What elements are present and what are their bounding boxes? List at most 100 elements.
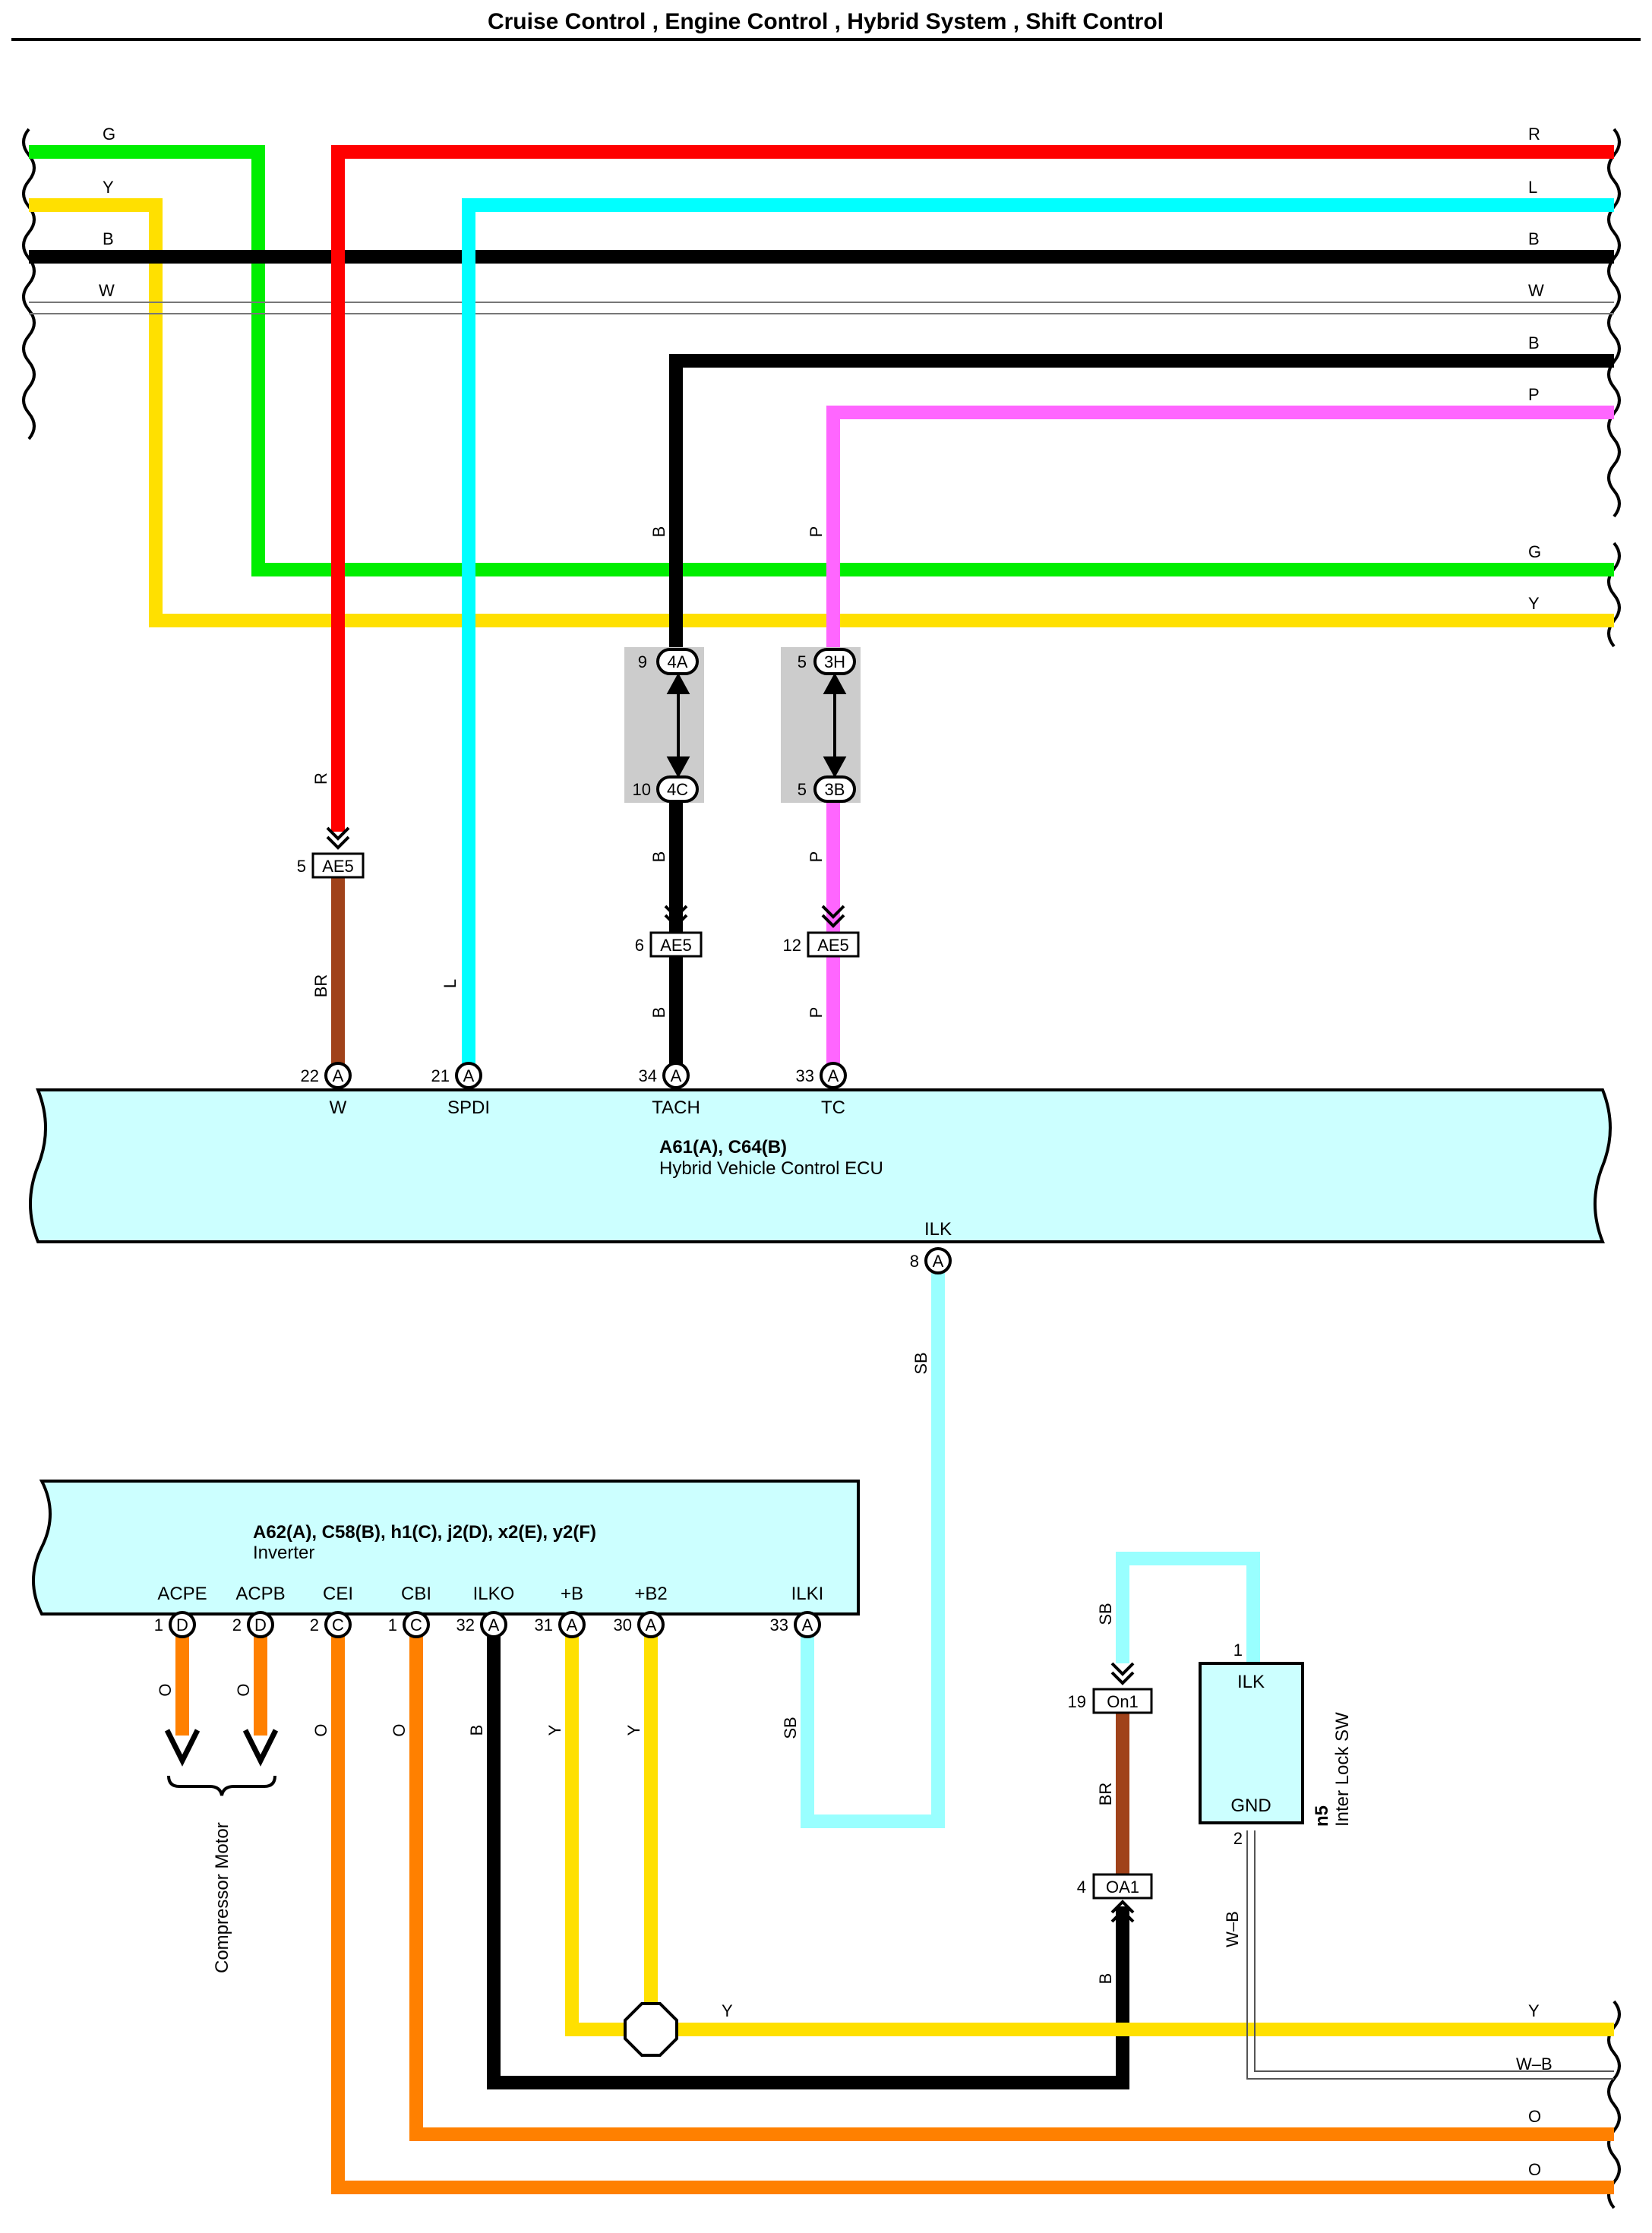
svg-text:On1: On1 xyxy=(1107,1692,1139,1711)
interlock-gnd-label: GND xyxy=(1230,1796,1271,1816)
svg-text:5: 5 xyxy=(798,652,807,671)
interlock-switch: ILK GND 1 2 n5 Inter Lock SW xyxy=(1199,1641,1353,1848)
svg-text:4A: 4A xyxy=(668,652,688,671)
svg-text:D: D xyxy=(176,1616,188,1634)
wire-label-o-acpe: O xyxy=(156,1683,175,1696)
inverter-terminal-pb2: A 30 +B2 xyxy=(614,1584,668,1638)
ecu-terminal-ilk: A 8 ILK xyxy=(910,1219,952,1274)
junction-3b: 3B 5 xyxy=(798,775,856,803)
svg-text:CEI: CEI xyxy=(323,1584,353,1604)
wire-y xyxy=(29,198,1614,627)
svg-text:A: A xyxy=(933,1252,944,1271)
right-break-marks xyxy=(1607,128,1621,2209)
wire-label-r-vert: R xyxy=(311,772,330,785)
svg-text:8: 8 xyxy=(910,1252,919,1271)
svg-text:12: 12 xyxy=(783,936,801,955)
svg-text:1: 1 xyxy=(154,1616,163,1634)
wire-o-cei xyxy=(331,1625,1614,2194)
svg-text:4C: 4C xyxy=(667,780,688,799)
wire-label-y-left: Y xyxy=(103,178,114,197)
svg-text:5: 5 xyxy=(798,780,807,799)
junction-4c: 4C 10 xyxy=(633,775,699,803)
wire-o-cbi xyxy=(409,1625,1614,2141)
svg-text:1: 1 xyxy=(388,1616,397,1634)
arrow-acpb xyxy=(242,1729,279,1767)
wire-label-b2-right: B xyxy=(1528,333,1540,352)
inverter-terminal-cbi: C 1 CBI xyxy=(388,1584,431,1638)
wire-label-o-cbi: O xyxy=(390,1723,409,1736)
wire-label-wb-vert: W–B xyxy=(1223,1911,1242,1947)
wire-label-p-vert-2: P xyxy=(807,851,826,863)
svg-text:34: 34 xyxy=(639,1066,657,1085)
wire-label-wb-right: W–B xyxy=(1516,2055,1553,2074)
svg-text:A: A xyxy=(646,1616,657,1634)
wire-label-o-right-2: O xyxy=(1528,2160,1541,2179)
wire-r xyxy=(331,145,1614,832)
ecu-terminal-spdi: A 21 SPDI xyxy=(431,1062,490,1118)
wire-label-l-right: L xyxy=(1528,178,1537,197)
splice-point xyxy=(624,2002,678,2057)
hybrid-vehicle-control-ecu: A61(A), C64(B) Hybrid Vehicle Control EC… xyxy=(29,1088,1612,1243)
wire-label-p-right: P xyxy=(1528,385,1540,404)
inverter: A62(A), C58(B), h1(C), j2(D), x2(E), y2(… xyxy=(32,1480,860,1616)
wire-label-br-vert: BR xyxy=(311,974,330,998)
wire-label-w-right: W xyxy=(1528,281,1544,300)
wire-label-y-pb2: Y xyxy=(624,1724,643,1736)
wire-w xyxy=(29,302,1614,314)
svg-text:ILKI: ILKI xyxy=(791,1584,824,1604)
wire-label-o-acpb: O xyxy=(234,1683,253,1696)
svg-text:W: W xyxy=(330,1098,347,1118)
chevron-on1 xyxy=(1110,1662,1135,1685)
svg-text:D: D xyxy=(254,1616,267,1634)
wire-label-y-pb: Y xyxy=(545,1724,564,1736)
svg-text:OA1: OA1 xyxy=(1106,1878,1139,1897)
svg-text:10: 10 xyxy=(633,780,651,799)
arrow-acpe xyxy=(164,1729,201,1767)
wire-sb-interlock xyxy=(1116,1552,1260,1663)
wire-label-sb-vert-2: SB xyxy=(781,1717,800,1739)
connector-ae5-p: AE5 12 xyxy=(783,931,860,958)
interlock-name: Inter Lock SW xyxy=(1332,1712,1353,1827)
inverter-terminal-ilko: A 32 ILKO xyxy=(456,1584,514,1638)
svg-text:31: 31 xyxy=(535,1616,553,1634)
inverter-terminal-cei: C 2 CEI xyxy=(310,1584,353,1638)
svg-text:C: C xyxy=(410,1616,422,1634)
interlock-ilk-label: ILK xyxy=(1237,1672,1265,1692)
svg-text:30: 30 xyxy=(614,1616,632,1634)
svg-text:19: 19 xyxy=(1068,1692,1086,1711)
wire-y-pb xyxy=(565,1625,1614,2036)
ecu-terminal-tc: A 33 TC xyxy=(796,1062,847,1118)
inverter-name: Inverter xyxy=(253,1543,314,1563)
connector-ae5-b: AE5 6 xyxy=(635,931,703,958)
connector-on1: On1 19 xyxy=(1068,1688,1153,1714)
inverter-terminal-acpe: D 1 ACPE xyxy=(154,1584,207,1638)
wire-b-tach xyxy=(669,354,1614,662)
svg-text:33: 33 xyxy=(770,1616,788,1634)
chevron-ae5-w xyxy=(326,826,350,850)
left-break-marks xyxy=(22,128,36,441)
wire-b-ilko xyxy=(487,1625,1129,2089)
wire-label-b-oa1: B xyxy=(1096,1973,1115,1985)
wire-label-b-vert-3: B xyxy=(649,1007,668,1019)
wire-wb xyxy=(1246,1830,1614,2080)
wire-label-y-bottom-right: Y xyxy=(1528,2001,1540,2020)
svg-text:A: A xyxy=(802,1616,813,1634)
svg-text:6: 6 xyxy=(635,936,644,955)
connector-oa1: OA1 4 xyxy=(1077,1873,1153,1900)
wire-label-g-left: G xyxy=(103,125,115,144)
wire-label-sb-vert-1: SB xyxy=(911,1352,930,1374)
chevron-ae5-p xyxy=(821,905,845,928)
svg-text:3H: 3H xyxy=(824,652,845,671)
inverter-code: A62(A), C58(B), h1(C), j2(D), x2(E), y2(… xyxy=(253,1522,596,1543)
chevron-oa1 xyxy=(1110,1900,1135,1923)
svg-text:TACH: TACH xyxy=(652,1098,700,1118)
wire-label-b-right: B xyxy=(1528,229,1540,248)
svg-text:AE5: AE5 xyxy=(660,936,692,955)
ecu-code: A61(A), C64(B) xyxy=(659,1137,787,1158)
wire-label-p-vert-3: P xyxy=(807,1007,826,1019)
svg-text:C: C xyxy=(332,1616,344,1634)
svg-text:A: A xyxy=(463,1066,475,1085)
svg-text:AE5: AE5 xyxy=(817,936,849,955)
svg-text:SPDI: SPDI xyxy=(447,1098,490,1118)
svg-text:33: 33 xyxy=(796,1066,814,1085)
